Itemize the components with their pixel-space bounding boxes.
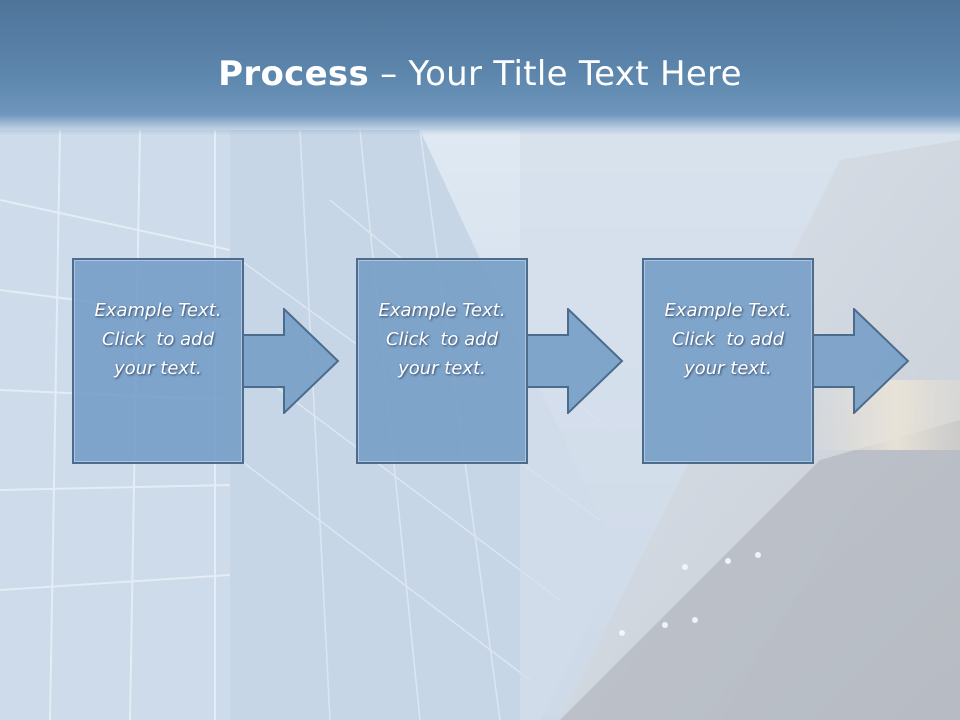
- step-1-line-3: your text.: [114, 357, 202, 379]
- step-3-line-2: Click to add: [671, 328, 784, 350]
- process-step-3[interactable]: Example Text. Click to add your text.: [642, 258, 814, 464]
- arrow-right-icon: [242, 308, 340, 414]
- arrow-right-icon: [812, 308, 910, 414]
- title-bold-part: Process: [218, 54, 370, 94]
- process-step-1[interactable]: Example Text. Click to add your text.: [72, 258, 244, 464]
- arrow-right-icon: [526, 308, 624, 414]
- step-1-line-1: Example Text.: [94, 299, 222, 321]
- step-3-line-1: Example Text.: [664, 299, 792, 321]
- step-2-line-3: your text.: [398, 357, 486, 379]
- step-2-line-1: Example Text.: [378, 299, 506, 321]
- step-3-text: Example Text. Click to add your text.: [658, 296, 797, 383]
- title-band: [0, 0, 960, 135]
- step-1-text: Example Text. Click to add your text.: [88, 296, 227, 383]
- slide-title[interactable]: Process – Your Title Text Here: [0, 50, 960, 98]
- process-step-2[interactable]: Example Text. Click to add your text.: [356, 258, 528, 464]
- step-3-line-3: your text.: [684, 357, 772, 379]
- step-2-line-2: Click to add: [385, 328, 498, 350]
- step-1-line-2: Click to add: [101, 328, 214, 350]
- step-2-text: Example Text. Click to add your text.: [372, 296, 511, 383]
- title-rest-part: – Your Title Text Here: [369, 54, 742, 94]
